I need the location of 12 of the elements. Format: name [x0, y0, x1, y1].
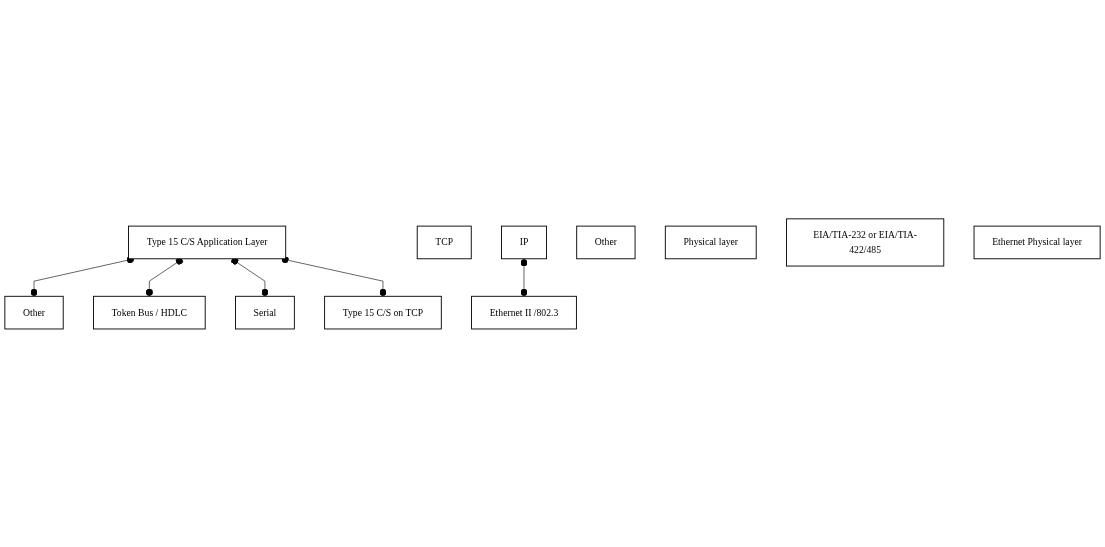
node-box: Other [576, 225, 636, 259]
node-box: Ethernet Physical layer [973, 225, 1101, 259]
node-box: Ethernet II /802.3 [471, 295, 577, 330]
node-box: Type 15 C/S Application Layer [128, 225, 287, 259]
node-box: Serial [235, 295, 295, 330]
node-box: TCP [416, 225, 472, 259]
node-box: Type 15 C/S on TCP [324, 295, 442, 330]
node-box: Physical layer [664, 225, 757, 259]
node-box: IP [501, 225, 547, 259]
node-box: EIA/TIA-232 or EIA/TIA-422/485 [786, 217, 945, 267]
node-box: Other [4, 295, 64, 330]
node-box: Token Bus / HDLC [93, 295, 206, 330]
